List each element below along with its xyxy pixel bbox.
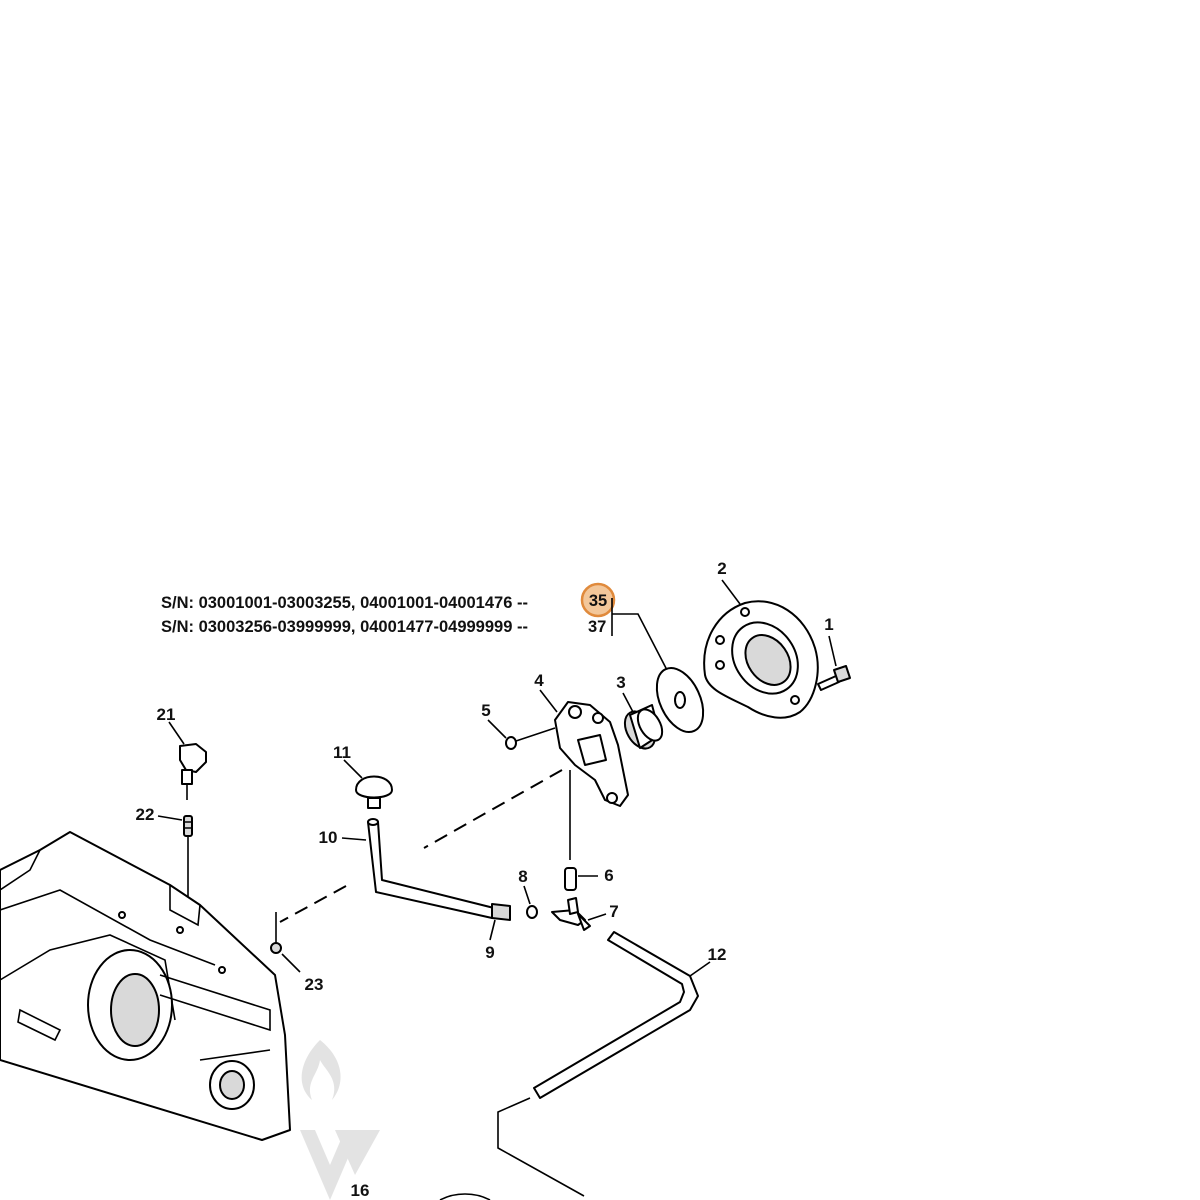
part-2-cover-plate[interactable]	[703, 600, 819, 719]
main-housing[interactable]	[0, 831, 291, 1141]
axis-5-4	[515, 727, 556, 742]
callout-16[interactable]: 16	[351, 1181, 370, 1200]
leader-9	[489, 919, 496, 941]
part-10-hose[interactable]	[367, 818, 495, 919]
part-21-valve[interactable]	[179, 743, 207, 800]
callout-8[interactable]: 8	[518, 867, 527, 886]
part-1-screw[interactable]	[817, 665, 851, 691]
serial-note-2: S/N: 03003256-03999999, 04001477-0499999…	[161, 618, 528, 636]
leader-2	[721, 579, 741, 605]
part-8-nut[interactable]	[526, 905, 538, 919]
part-12-hose[interactable]	[533, 931, 699, 1099]
leader-21	[168, 721, 185, 745]
leader-1	[828, 635, 837, 667]
assembly-line-pump	[423, 769, 563, 849]
callout-5[interactable]: 5	[481, 701, 490, 720]
callout-3[interactable]: 3	[616, 673, 625, 692]
part-4-oil-pump[interactable]	[554, 701, 629, 807]
part-23-nut[interactable]	[270, 942, 282, 954]
part-9-hose-fitting[interactable]	[491, 903, 511, 921]
callout-1[interactable]: 1	[824, 615, 833, 634]
callout-7[interactable]: 7	[609, 902, 618, 921]
callout-2[interactable]: 2	[717, 559, 726, 578]
callout-4[interactable]: 4	[534, 671, 544, 690]
callout-22[interactable]: 22	[136, 805, 155, 824]
leader-35-37	[612, 613, 669, 673]
part-22-spring[interactable]	[183, 815, 193, 837]
leader-16-bracket	[497, 1097, 585, 1197]
callout-21[interactable]: 21	[157, 705, 176, 724]
callout-12[interactable]: 12	[708, 945, 727, 964]
callout-11[interactable]: 11	[333, 743, 351, 762]
part-5-seal[interactable]	[505, 736, 517, 750]
part-7-fitting[interactable]	[551, 897, 591, 931]
serial-note-1-ref[interactable]: 35	[589, 592, 607, 610]
leader-23	[281, 953, 301, 973]
part-6-pin[interactable]	[564, 867, 577, 891]
callout-9[interactable]: 9	[485, 943, 494, 962]
leader-12	[689, 961, 711, 977]
callout-23[interactable]: 23	[305, 975, 324, 994]
leader-4	[539, 689, 558, 713]
leader-10	[341, 837, 367, 841]
leader-3	[622, 692, 634, 713]
watermark-logo	[300, 1040, 380, 1200]
highlight-marker[interactable]	[580, 582, 616, 618]
part-3-spool[interactable]	[619, 704, 667, 754]
leader-7	[587, 913, 607, 921]
leader-5	[487, 719, 507, 739]
assembly-line-hose	[279, 885, 347, 923]
serial-note-2-ref[interactable]: 37	[588, 618, 606, 636]
callout-6[interactable]: 6	[604, 866, 613, 885]
part-11-cap[interactable]	[355, 775, 393, 809]
leader-8	[523, 885, 531, 905]
serial-note-1: S/N: 03001001-03003255, 04001001-0400147…	[161, 594, 528, 612]
leader-11	[343, 759, 363, 779]
part-16-edge	[439, 1193, 491, 1200]
leader-22	[157, 815, 183, 821]
callout-10[interactable]: 10	[319, 828, 338, 847]
part-35-washer[interactable]	[648, 661, 713, 740]
